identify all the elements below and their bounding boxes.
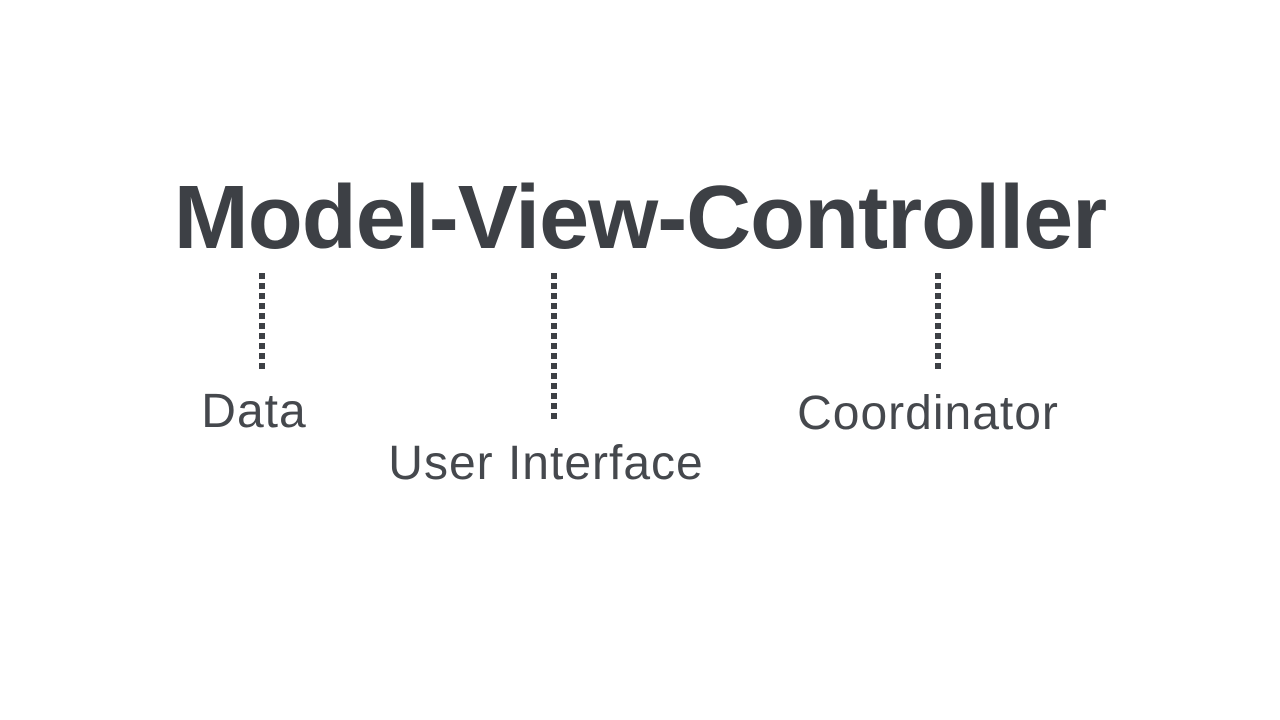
annotation-label-controller: Coordinator (797, 387, 1059, 440)
dotted-connector-controller (935, 273, 941, 369)
page-title: Model-View-Controller (173, 168, 1107, 268)
dotted-connector-model (259, 273, 265, 369)
annotation-label-model: Data (201, 385, 307, 438)
annotation-label-view: User Interface (388, 437, 704, 490)
dotted-connector-view (551, 273, 557, 419)
